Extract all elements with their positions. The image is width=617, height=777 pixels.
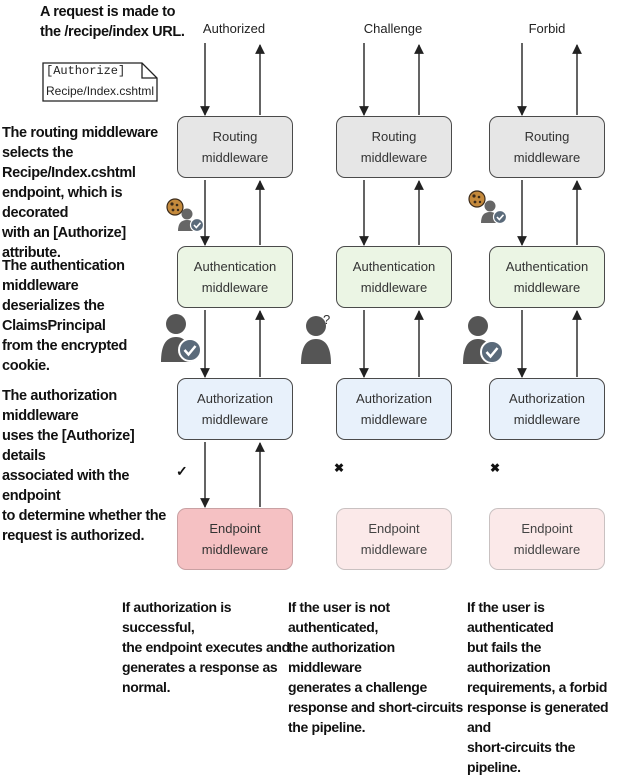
column-title-forbid: Forbid: [528, 21, 566, 36]
endpoint-middleware-authorized: Endpoint middleware: [177, 508, 293, 570]
document-attribute: [Authorize]: [46, 64, 126, 78]
authorization-middleware-authorized: Authorization middleware: [177, 378, 293, 440]
user-unknown-icon: [301, 316, 331, 364]
routing-annotation: The routing middleware selects the Recip…: [2, 125, 158, 261]
caption-challenge: If the user is not authenticated, the au…: [288, 599, 463, 735]
document-file: Recipe/Index.cshtml: [46, 84, 155, 98]
authorization-annotation: The authorization middleware uses the [A…: [2, 388, 167, 544]
user-check-icon: [178, 208, 205, 233]
caption-authorized: If authorization is successful, the endp…: [122, 599, 290, 695]
unknown-user-mark: ?: [323, 312, 331, 327]
cookie-icon: [468, 190, 486, 208]
authentication-middleware-forbid: Authentication middleware: [489, 246, 605, 308]
authentication-middleware-authorized: Authentication middleware: [177, 246, 293, 308]
caption-forbid: If the user is authenticated but fails t…: [467, 599, 609, 775]
user-check-icon: [481, 200, 508, 225]
endpoint-middleware-challenge: Endpoint middleware: [336, 508, 452, 570]
document-icon: [42, 62, 158, 102]
authorization-middleware-challenge: Authorization middleware: [336, 378, 452, 440]
authentication-middleware-challenge: Authentication middleware: [336, 246, 452, 308]
user-check-icon: [463, 316, 504, 364]
user-check-icon: [161, 314, 202, 362]
routing-middleware-authorized: Routing middleware: [177, 116, 293, 178]
column-title-authorized: Authorized: [202, 21, 266, 36]
pipeline-arrows: [200, 43, 582, 508]
routing-middleware-challenge: Routing middleware: [336, 116, 452, 178]
authorization-middleware-forbid: Authorization middleware: [489, 378, 605, 440]
authentication-annotation: The authentication middleware deserializ…: [2, 258, 128, 374]
routing-middleware-forbid: Routing middleware: [489, 116, 605, 178]
check-mark: ✓: [176, 463, 188, 479]
cookie-icon: [166, 198, 184, 216]
cross-mark: ✖: [490, 461, 501, 475]
column-title-challenge: Challenge: [363, 21, 423, 36]
cross-mark: ✖: [334, 461, 345, 475]
request-annotation: A request is made to the /recipe/index U…: [40, 4, 185, 40]
endpoint-middleware-forbid: Endpoint middleware: [489, 508, 605, 570]
